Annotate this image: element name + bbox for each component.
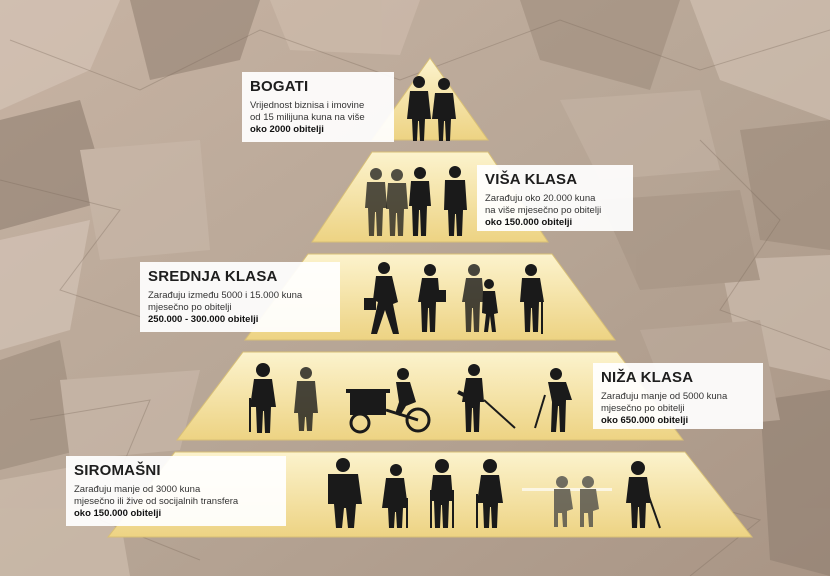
tier-label-srednja-klasa: SREDNJA KLASA Zarađuju između 5000 i 15.… <box>140 262 340 332</box>
tier-5-people-silhouettes <box>328 458 661 529</box>
tier-description-line: Zarađuju oko 20.000 kuna <box>485 193 596 204</box>
tier-label-niza-klasa: NIŽA KLASA Zarađuju manje od 5000 kuna m… <box>593 363 763 429</box>
tier-family-count: oko 2000 obitelji <box>250 124 324 135</box>
tier-title: SIROMAŠNI <box>74 462 161 479</box>
tier-label-bogati: BOGATI Vrijednost biznisa i imovine od 1… <box>242 72 394 142</box>
tier-description-line: Vrijednost biznisa i imovine <box>250 100 365 111</box>
tier-description-line: Zarađuju između 5000 i 15.000 kuna <box>148 290 303 301</box>
tier-description-line: od 15 milijuna kuna na više <box>250 112 365 123</box>
tier-description-line: na više mjesečno po obitelji <box>485 205 602 216</box>
tier-1-shape <box>371 57 489 141</box>
tier-title: SREDNJA KLASA <box>148 268 278 285</box>
tier-family-count: oko 650.000 obitelji <box>601 415 689 426</box>
tier-description-line: mjesečno po obitelji <box>601 403 685 414</box>
tier-description-line: mjesečno ili žive od socijalnih transfer… <box>74 496 239 507</box>
tier-title: VIŠA KLASA <box>485 171 578 188</box>
tier-family-count: oko 150.000 obitelji <box>74 508 162 519</box>
tier-label-siromasni: SIROMAŠNI Zarađuju manje od 3000 kuna mj… <box>66 456 286 526</box>
tier-title: BOGATI <box>250 78 309 95</box>
tier-title: NIŽA KLASA <box>601 369 694 386</box>
tier-description-line: Zarađuju manje od 5000 kuna <box>601 391 728 402</box>
tier-description-line: Zarađuju manje od 3000 kuna <box>74 484 201 495</box>
tier-family-count: 250.000 - 300.000 obitelji <box>148 314 259 325</box>
tier-3-people-silhouettes <box>364 262 544 334</box>
tier-label-visa-klasa: VIŠA KLASA Zarađuju oko 20.000 kuna na v… <box>477 165 633 231</box>
tier-1-people-silhouettes <box>407 76 456 141</box>
tier-description-line: mjesečno po obitelji <box>148 302 232 313</box>
tier-2-people-silhouettes <box>365 166 467 236</box>
tier-family-count: oko 150.000 obitelji <box>485 217 573 228</box>
tier-4-people-silhouettes <box>249 363 572 434</box>
